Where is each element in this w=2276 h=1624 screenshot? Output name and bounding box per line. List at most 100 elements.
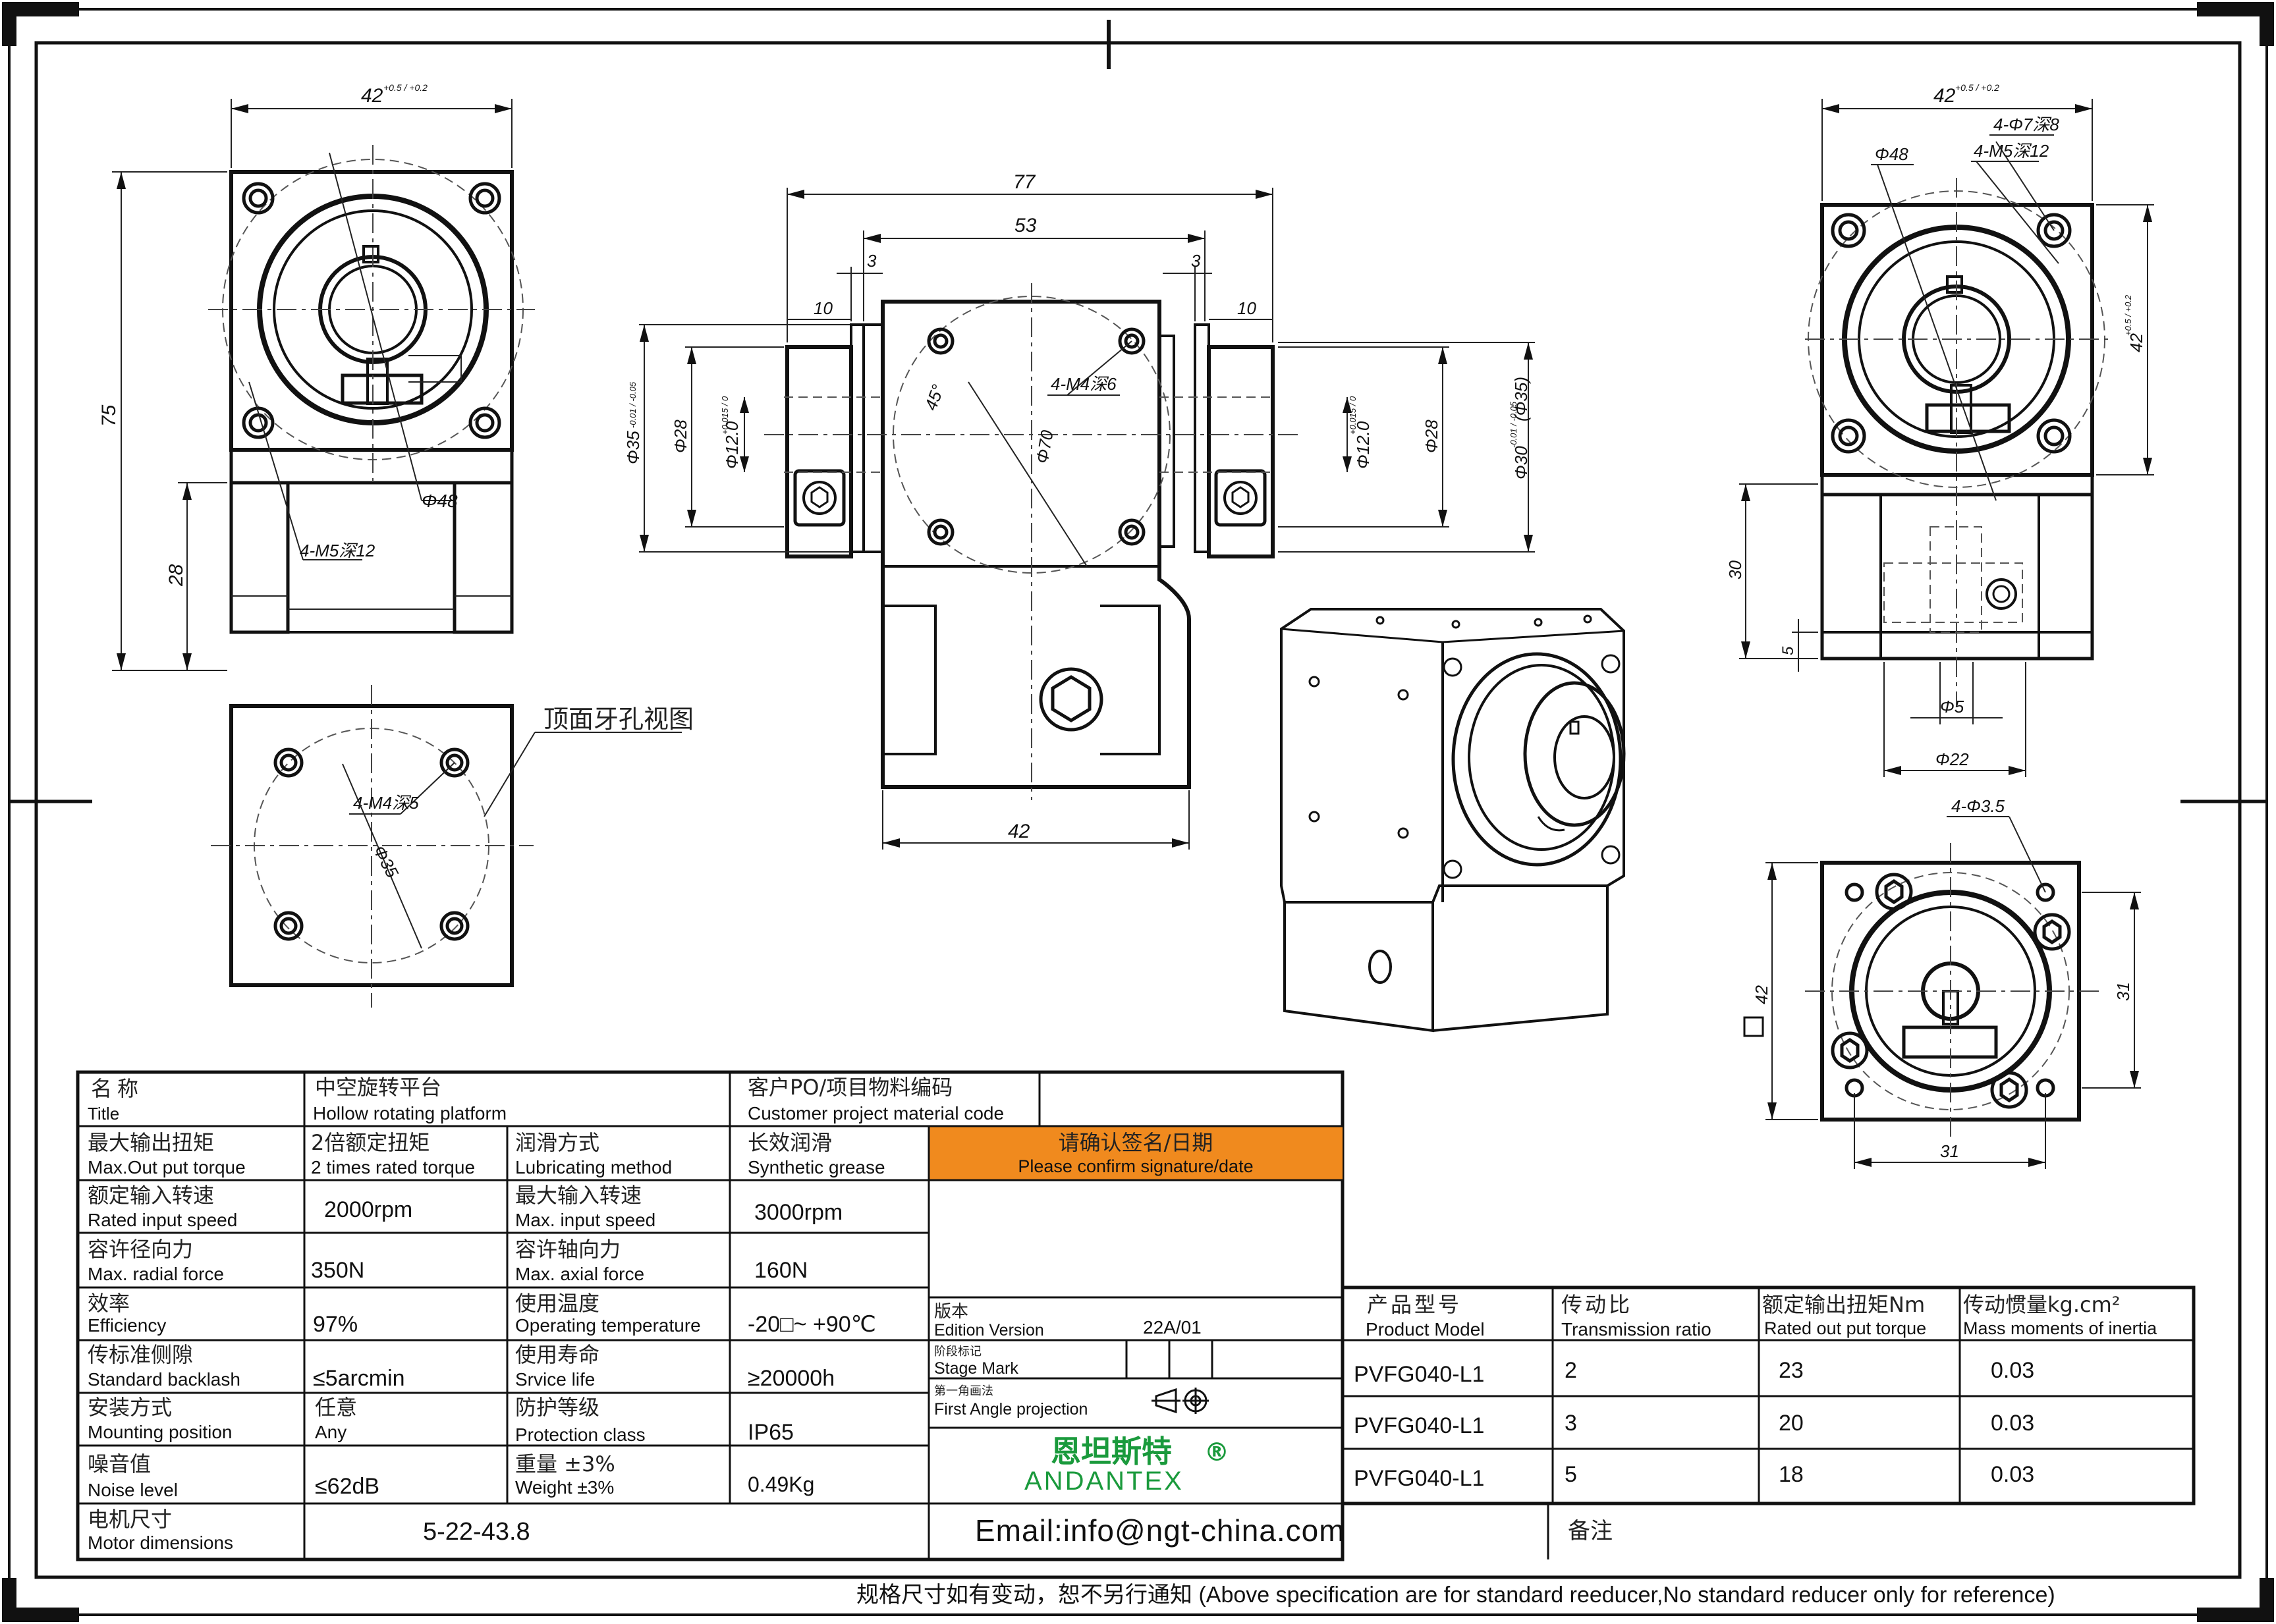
side-height-tol: +0.5 / +0.2: [2123, 294, 2133, 336]
row3-inertia: 0.03: [1991, 1462, 2034, 1487]
confirm-cn: 请确认签名/日期: [1059, 1130, 1213, 1155]
brand-logo-cn: 恩坦斯特: [1051, 1434, 1172, 1469]
mount-label-cn: 安装方式: [88, 1395, 172, 1420]
top-hole-circle-dim: Φ35: [370, 842, 403, 881]
weight-label-en: Weight ±3%: [515, 1477, 614, 1498]
top-view-height-dim: 75: [98, 404, 120, 427]
customer-cn: 客户PO/项目物料编码: [748, 1075, 953, 1100]
temp-label-en: Operating temperature: [515, 1315, 701, 1336]
front-hub-right: 10: [1237, 298, 1256, 318]
title-val-en: Hollow rotating platform: [313, 1103, 507, 1123]
torque-label-cn: 最大输出扭矩: [88, 1130, 214, 1155]
bottom-pitch-v: 31: [2113, 982, 2133, 1001]
projection-en: First Angle projection: [934, 1400, 1088, 1419]
front-left-dia: Φ28: [671, 420, 690, 453]
side-shaft-dim: Φ5: [1940, 697, 1964, 717]
header-inertia-en: Mass moments of inertia: [1963, 1318, 2157, 1338]
mount-val-en: Any: [315, 1422, 347, 1442]
top-view-width-dim: 42: [361, 85, 383, 107]
radial-label-en: Max. radial force: [88, 1264, 224, 1284]
protection-label-en: Protection class: [515, 1424, 646, 1445]
weight-value: 0.49Kg: [748, 1473, 814, 1496]
front-right-od-ref: (Φ35): [1511, 377, 1531, 421]
top-view-bore-dim: Φ48: [422, 491, 458, 511]
front-angle: 45°: [920, 382, 948, 413]
front-right-bore: Φ12.0: [1353, 421, 1373, 469]
title-val-cn: 中空旋转平台: [315, 1075, 441, 1100]
row1-ratio: 2: [1565, 1358, 1577, 1383]
row1-torque: 23: [1779, 1358, 1804, 1383]
stage-cn: 阶段标记: [934, 1345, 982, 1359]
efficiency-value: 97%: [313, 1312, 358, 1337]
top-view-lower-dim: 28: [165, 564, 187, 587]
front-right-od-tol: -0.01 / -0.05: [1509, 401, 1518, 448]
front-left-od-tol: -0.01 / -0.05: [628, 381, 638, 428]
front-left-od: Φ35: [623, 431, 643, 464]
customer-en: Customer project material code: [748, 1103, 1004, 1123]
temp-value: -20□~ +90℃: [748, 1312, 876, 1337]
row3-torque: 18: [1779, 1462, 1804, 1487]
front-base-dim: 42: [1008, 821, 1030, 842]
title-en: Title: [88, 1104, 119, 1123]
backlash-label-en: Standard backlash: [88, 1369, 240, 1390]
side-hole-note-1: 4-Φ7深8: [1993, 115, 2059, 134]
remark-label: 备注: [1568, 1518, 1613, 1544]
motor-label-cn: 电机尺寸: [88, 1507, 172, 1532]
front-inner-dim: 53: [1014, 215, 1037, 236]
lube-label-cn: 润滑方式: [515, 1130, 599, 1155]
lube-val-en: Synthetic grease: [748, 1157, 885, 1177]
side-view: 42 +0.5 / +0.2 42 +0.5 / +0.2 4-Φ7深8 4-M…: [1725, 82, 2154, 777]
noise-label-en: Noise level: [88, 1480, 178, 1500]
lube-val-cn: 长效润滑: [748, 1130, 832, 1155]
top-hole-thread-note: 4-M4深5: [353, 793, 419, 813]
top-view: 42 +0.5 / +0.2 75 28 Φ48 4-M5深12: [98, 82, 535, 671]
row3-model: PVFG040-L1: [1354, 1466, 1484, 1491]
efficiency-label-cn: 效率: [88, 1291, 130, 1316]
rated-speed-label-en: Rated input speed: [88, 1210, 237, 1230]
row2-model: PVFG040-L1: [1354, 1413, 1484, 1438]
side-small-dim: 5: [1779, 646, 1797, 655]
isometric-view: [1280, 608, 1626, 1033]
mount-label-en: Mounting position: [88, 1422, 232, 1442]
top-hole-view: 4-M4深5 Φ35 顶面牙孔视图: [211, 685, 694, 1008]
header-ratio-cn: 传动比: [1561, 1292, 1632, 1317]
torque-label-en: Max.Out put torque: [88, 1157, 246, 1177]
torque-val-cn: 2倍额定扭矩: [311, 1130, 430, 1155]
footer-disclaimer: 规格尺寸如有变动，恕不另行通知 (Above specification are…: [856, 1583, 2055, 1608]
rated-speed-value: 2000rpm: [324, 1197, 412, 1222]
row1-model: PVFG040-L1: [1354, 1362, 1484, 1387]
front-gap-left: 3: [867, 251, 877, 271]
max-speed-label-en: Max. input speed: [515, 1210, 655, 1230]
header-torque-cn: 额定输出扭矩Nm: [1762, 1292, 1925, 1317]
stage-en: Stage Mark: [934, 1359, 1018, 1378]
row2-ratio: 3: [1565, 1411, 1577, 1436]
lube-label-en: Lubricating method: [515, 1157, 672, 1177]
efficiency-label-en: Efficiency: [88, 1315, 166, 1336]
protection-label-cn: 防护等级: [515, 1395, 599, 1420]
side-height-dim: 30: [1725, 560, 1745, 580]
backlash-value: ≤5arcmin: [313, 1366, 405, 1391]
header-model-cn: 产品型号: [1367, 1292, 1462, 1317]
row1-inertia: 0.03: [1991, 1358, 2034, 1383]
side-height-42: 42: [2126, 333, 2146, 352]
top-view-width-tol: +0.5 / +0.2: [383, 82, 428, 93]
max-speed-label-cn: 最大输入转速: [515, 1183, 642, 1208]
header-inertia-cn: 传动惯量kg.cm²: [1963, 1292, 2121, 1317]
front-right-bore-tol: +0.015 / 0: [1348, 396, 1358, 435]
row3-ratio: 5: [1565, 1462, 1577, 1487]
motor-label-en: Motor dimensions: [88, 1532, 233, 1553]
bottom-square-dim: 42: [1752, 985, 1771, 1004]
edition-value: 22A/01: [1143, 1317, 1202, 1338]
bottom-view: 4-Φ3.5 42 31 31: [1743, 796, 2141, 1169]
header-ratio-en: Transmission ratio: [1561, 1319, 1711, 1340]
front-right-od: Φ30: [1511, 446, 1531, 479]
front-hole-note: 4-M4深6: [1051, 374, 1117, 394]
bottom-hole-note: 4-Φ3.5: [1951, 796, 2005, 816]
side-base-dim: Φ22: [1935, 749, 1969, 769]
model-table: 产品型号 Product Model 传动比 Transmission rati…: [1341, 1286, 2196, 1505]
first-angle-projection-icon: [1152, 1388, 1209, 1414]
front-circle-dim: Φ70: [1032, 428, 1057, 465]
protection-value: IP65: [748, 1420, 794, 1445]
